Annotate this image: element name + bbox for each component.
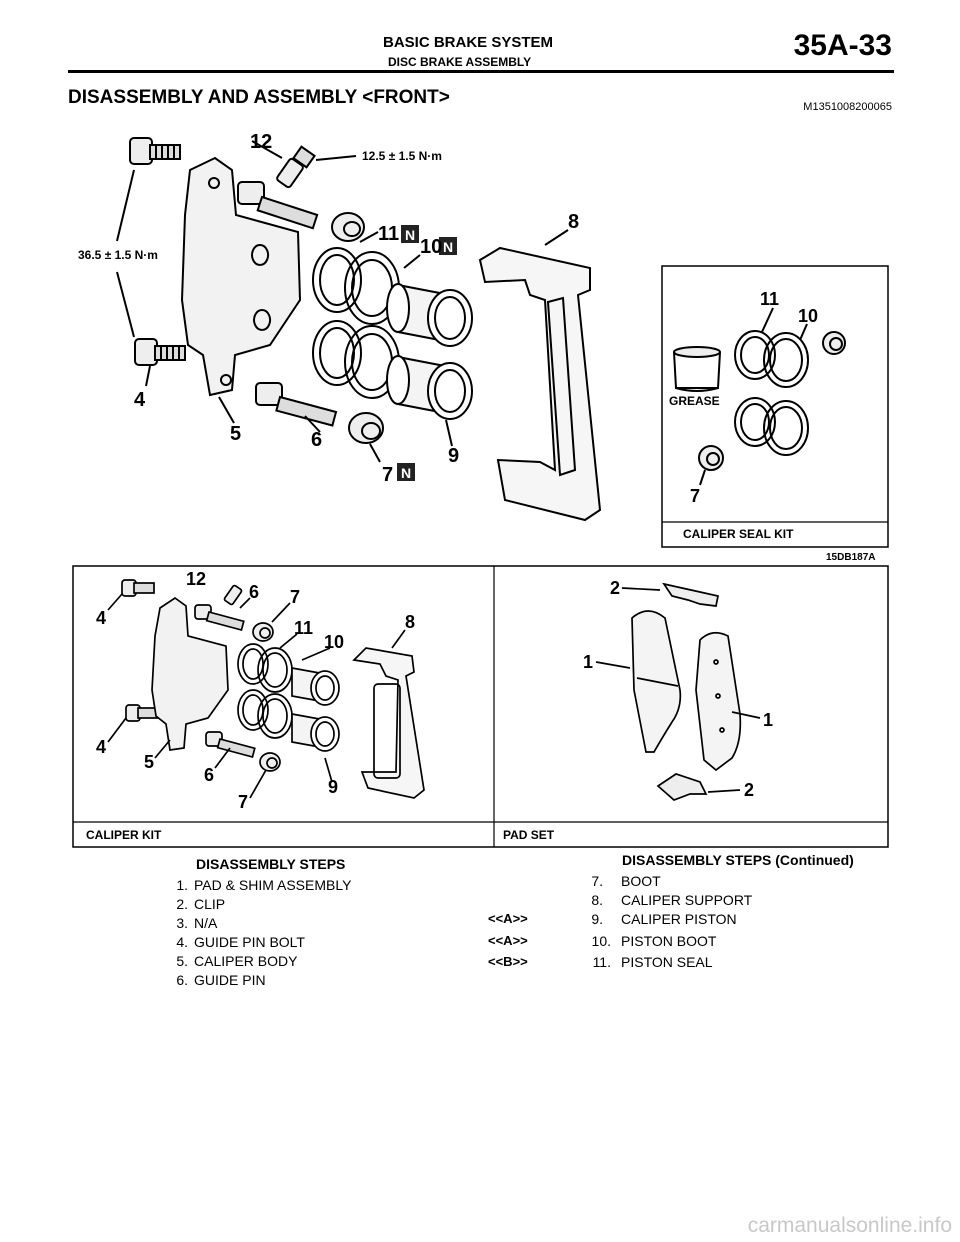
callout-7-kit-lower: 7: [238, 792, 248, 812]
callout-1-pad-left: 1: [583, 652, 593, 672]
callout-4-kit-lower: 4: [96, 737, 106, 757]
callout-5-kit: 5: [144, 752, 154, 772]
caliper-piston-upper: [386, 283, 473, 347]
caliper-piston-lower: [386, 355, 473, 420]
kit-caliper-support: [352, 647, 425, 799]
seal-kit-seal-lower: [734, 397, 776, 447]
callout-8-kit: 8: [405, 612, 415, 632]
callout-9-kit: 9: [328, 777, 338, 797]
kit-box: [72, 565, 889, 848]
new-mark-7: N: [401, 465, 411, 481]
callout-10-kit-lower: 10: [324, 632, 344, 652]
callout-12-top: 12: [250, 131, 272, 153]
disassembly-steps-right: DISASSEMBLY STEPS (Continued) 7.BOOT 8.C…: [488, 852, 854, 970]
callout-8-top: 8: [568, 211, 579, 233]
callout-4-kit-upper: 4: [96, 608, 106, 628]
boot-lower: [348, 412, 384, 444]
seal-kit-boot-upper: [763, 332, 809, 388]
callout-6-kit-lower: 6: [204, 765, 214, 785]
seal-kit-box: [661, 265, 889, 548]
grease-label: GREASE: [669, 394, 720, 408]
callout-11-kit-lower: 11: [294, 618, 313, 638]
guide-pin-bolt-lower: [134, 338, 186, 366]
grease-tube: [673, 346, 721, 392]
guide-pin-bolt-upper: [129, 137, 181, 165]
section-title: DISASSEMBLY AND ASSEMBLY <FRONT>: [68, 87, 450, 108]
header-title: BASIC BRAKE SYSTEM: [383, 34, 554, 51]
callout-2-pad-upper: 2: [610, 578, 620, 598]
bleeder-screw: [276, 145, 316, 189]
header-subtitle: DISC BRAKE ASSEMBLY: [388, 55, 532, 69]
new-mark-11: N: [405, 227, 415, 243]
new-part-markers: [397, 225, 457, 481]
header-rule: [68, 70, 894, 73]
figure-code: 15DB187A: [826, 552, 875, 563]
brake-pad-right: [695, 631, 742, 772]
guide-pin-upper: [237, 181, 319, 230]
torque-upper: 12.5 ± 1.5 N·m: [362, 149, 442, 163]
reference-code: M1351008200065: [803, 101, 892, 113]
page-number: 35A-33: [793, 29, 892, 62]
callout-4-top: 4: [134, 389, 146, 411]
callout-11-top: 11: [378, 223, 399, 245]
pad-set-label: PAD SET: [503, 828, 555, 842]
callout-9-top: 9: [448, 445, 459, 467]
piston-seal-upper: [312, 247, 362, 313]
callout-6-top: 6: [311, 429, 322, 451]
seal-kit-seal-upper: [734, 330, 776, 380]
disassembly-steps-left: DISASSEMBLY STEPS 1.PAD & SHIM ASSEMBLY …: [176, 856, 352, 988]
seal-kit-label: CALIPER SEAL KIT: [683, 527, 794, 541]
callout-7-kit: 7: [690, 486, 700, 506]
callout-10-top: 10: [420, 236, 442, 258]
pad-clip-lower: [656, 773, 708, 801]
watermark: carmanualsonline.info: [747, 1214, 952, 1237]
kit-caliper-body: [151, 596, 229, 751]
callout-2-pad-lower: 2: [744, 780, 754, 800]
pad-clip-upper: [662, 582, 719, 607]
seal-kit-boot: [698, 445, 724, 471]
caliper-kit-label: CALIPER KIT: [86, 828, 162, 842]
callout-1-pad-right: 1: [763, 710, 773, 730]
boot-upper: [331, 212, 365, 242]
guide-pin-lower: [255, 382, 338, 427]
new-mark-10: N: [443, 239, 453, 255]
piston-seal-lower: [312, 320, 362, 386]
seal-kit-boot-lower: [763, 400, 809, 456]
seal-kit-bleeder-cap: [822, 331, 846, 355]
callout-6-kit-upper: 6: [249, 582, 259, 602]
callout-11-kit: 11: [760, 289, 779, 309]
steps-heading-right: DISASSEMBLY STEPS (Continued): [622, 852, 854, 868]
callout-12-kit: 12: [186, 569, 206, 589]
caliper-support: [478, 246, 602, 522]
steps-heading-left: DISASSEMBLY STEPS: [196, 856, 346, 872]
torque-lower: 36.5 ± 1.5 N·m: [78, 248, 158, 262]
callout-5-top: 5: [230, 423, 241, 445]
callout-7-top: 7: [382, 464, 393, 486]
callout-10-kit: 10: [798, 306, 818, 326]
caliper-body: [180, 156, 302, 397]
callout-7-kit-upper: 7: [290, 587, 300, 607]
